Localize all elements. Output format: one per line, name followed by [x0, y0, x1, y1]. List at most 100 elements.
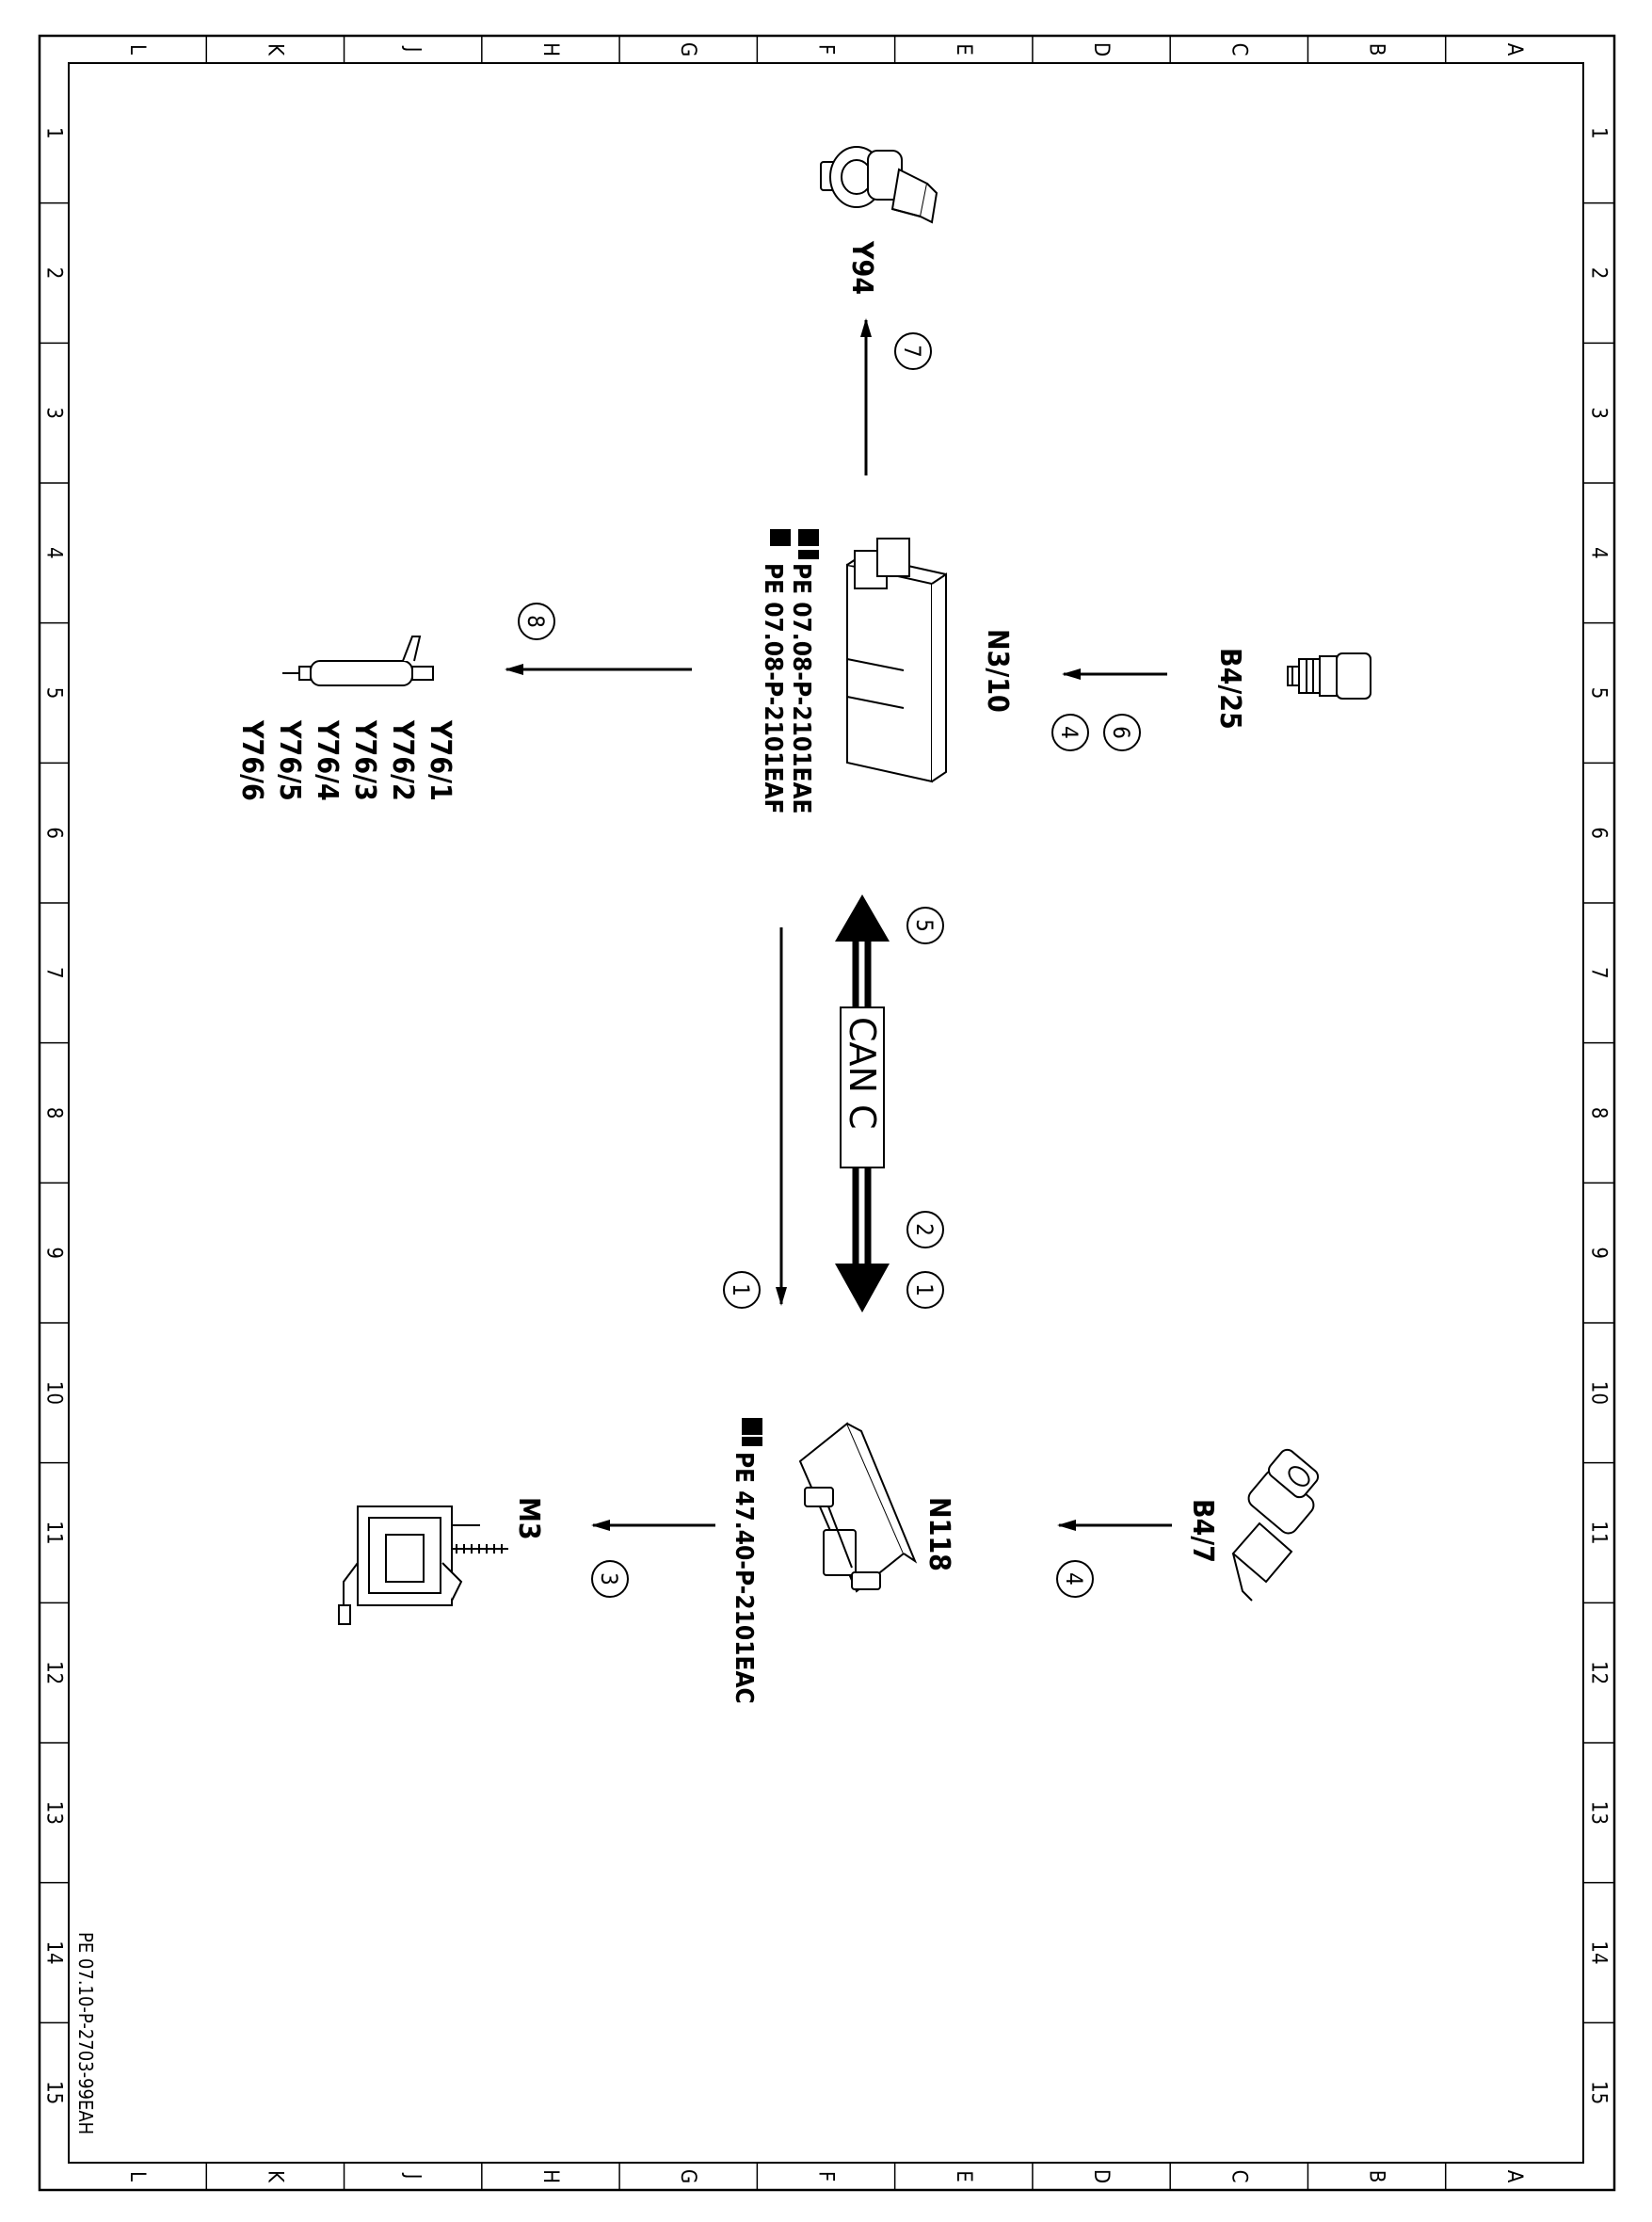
column-label-top: K	[263, 43, 286, 56]
y76-label-1: Y76/1	[424, 719, 457, 801]
row-label-left: 2	[42, 267, 66, 280]
column-label-bottom: K	[263, 2170, 286, 2183]
row-label-left: 3	[42, 407, 66, 419]
row-label-right: 14	[1587, 1940, 1611, 1964]
row-label-left: 15	[42, 2081, 66, 2104]
row-label-right: 5	[1587, 687, 1611, 700]
y76-label-5: Y76/5	[273, 719, 306, 801]
m3-fuel-pump-icon	[338, 1505, 508, 1625]
row-label-left: 11	[42, 1521, 66, 1544]
y76-label-3: Y76/3	[348, 719, 381, 801]
svg-text:4: 4	[1061, 1572, 1087, 1586]
signal-marker-1-line: 1	[723, 1271, 761, 1309]
signal-marker-3: 3	[591, 1560, 629, 1598]
row-label-right: 3	[1587, 407, 1611, 419]
b4-7-sensor-icon	[1231, 1448, 1320, 1602]
svg-text:4: 4	[1056, 726, 1083, 739]
signal-marker-2: 2	[906, 1211, 944, 1248]
b4-7-label: B4/7	[1186, 1499, 1219, 1563]
row-label-left: 9	[42, 1247, 66, 1259]
signal-marker-4-lower: 4	[1056, 1560, 1094, 1598]
svg-text:1: 1	[911, 1283, 938, 1296]
row-label-right: 2	[1587, 267, 1611, 280]
row-label-left: 7	[42, 967, 66, 979]
n3-10-ref-1: PE 07.08-P-2101EAE	[787, 563, 815, 814]
row-label-left: 10	[42, 1381, 66, 1405]
signal-marker-4-upper: 4	[1051, 714, 1089, 751]
svg-text:8: 8	[522, 615, 549, 628]
row-label-right: 12	[1587, 1661, 1611, 1684]
svg-text:7: 7	[899, 345, 925, 358]
column-label-top: F	[814, 44, 838, 55]
signal-marker-6: 6	[1103, 714, 1141, 751]
row-label-left: 5	[42, 687, 66, 700]
row-label-left: 12	[42, 1661, 66, 1684]
document-code: PE 07.10-P-2703-99EAH	[74, 1932, 97, 2134]
row-label-right: 15	[1587, 2081, 1611, 2104]
column-label-top: B	[1365, 43, 1388, 56]
n3-10-ref-2: PE 07.08-P-2101EAF	[759, 563, 787, 814]
column-label-bottom: J	[401, 2172, 425, 2180]
row-label-right: 9	[1587, 1247, 1611, 1259]
y76-label-6: Y76/6	[235, 719, 268, 801]
document-ref-icon	[742, 1418, 762, 1446]
row-label-right: 11	[1587, 1521, 1611, 1544]
n118-ref: PE 47.40-P-2101EAC	[730, 1452, 758, 1704]
b4-25-label: B4/25	[1213, 648, 1246, 730]
n118-control-unit-icon	[798, 1422, 918, 1593]
row-label-right: 8	[1587, 1107, 1611, 1119]
y76-injector-icon	[282, 636, 434, 686]
signal-marker-8: 8	[518, 603, 555, 640]
can-c-bus-label: CAN C	[842, 1017, 883, 1130]
column-label-top: C	[1227, 43, 1250, 56]
row-label-right: 7	[1587, 967, 1611, 979]
y76-label-2: Y76/2	[386, 719, 419, 801]
signal-marker-7: 7	[894, 332, 932, 370]
y94-valve-icon	[820, 146, 938, 224]
column-label-bottom: D	[1089, 2169, 1113, 2183]
column-label-bottom: A	[1502, 2170, 1526, 2183]
column-label-top: E	[952, 43, 975, 56]
row-label-left: 4	[42, 547, 66, 559]
row-label-right: 1	[1587, 127, 1611, 139]
column-label-bottom: B	[1365, 2170, 1388, 2183]
column-label-top: A	[1502, 43, 1526, 56]
m3-label: M3	[512, 1497, 545, 1540]
can-c-bus	[835, 894, 890, 1312]
row-label-left: 14	[42, 1940, 66, 1964]
b4-25-sensor-icon	[1287, 652, 1371, 700]
column-label-bottom: F	[814, 2171, 838, 2182]
column-label-top: L	[125, 44, 149, 55]
svg-text:2: 2	[911, 1223, 938, 1236]
column-label-top: H	[538, 42, 562, 56]
y76-label-4: Y76/4	[311, 719, 344, 801]
column-label-bottom: L	[125, 2171, 149, 2182]
row-label-right: 6	[1587, 827, 1611, 839]
row-label-right: 10	[1587, 1381, 1611, 1405]
column-label-bottom: H	[538, 2169, 562, 2183]
row-label-left: 1	[42, 127, 66, 139]
column-label-top: J	[401, 45, 425, 53]
column-label-bottom: G	[676, 2169, 699, 2183]
n118-label: N118	[922, 1497, 955, 1571]
n3-10-control-unit-icon	[846, 538, 947, 783]
column-label-top: G	[676, 42, 699, 56]
svg-text:3: 3	[596, 1572, 622, 1586]
svg-text:6: 6	[1108, 726, 1134, 739]
row-label-right: 13	[1587, 1801, 1611, 1825]
y94-label: Y94	[845, 240, 878, 295]
row-label-left: 13	[42, 1801, 66, 1825]
svg-text:1: 1	[728, 1283, 754, 1296]
signal-marker-1-bus: 1	[906, 1271, 944, 1309]
drawing-frame	[38, 34, 1616, 2192]
row-label-left: 6	[42, 827, 66, 839]
row-label-left: 8	[42, 1107, 66, 1119]
column-label-bottom: E	[952, 2170, 975, 2182]
row-label-right: 4	[1587, 547, 1611, 559]
column-label-bottom: C	[1227, 2170, 1250, 2183]
